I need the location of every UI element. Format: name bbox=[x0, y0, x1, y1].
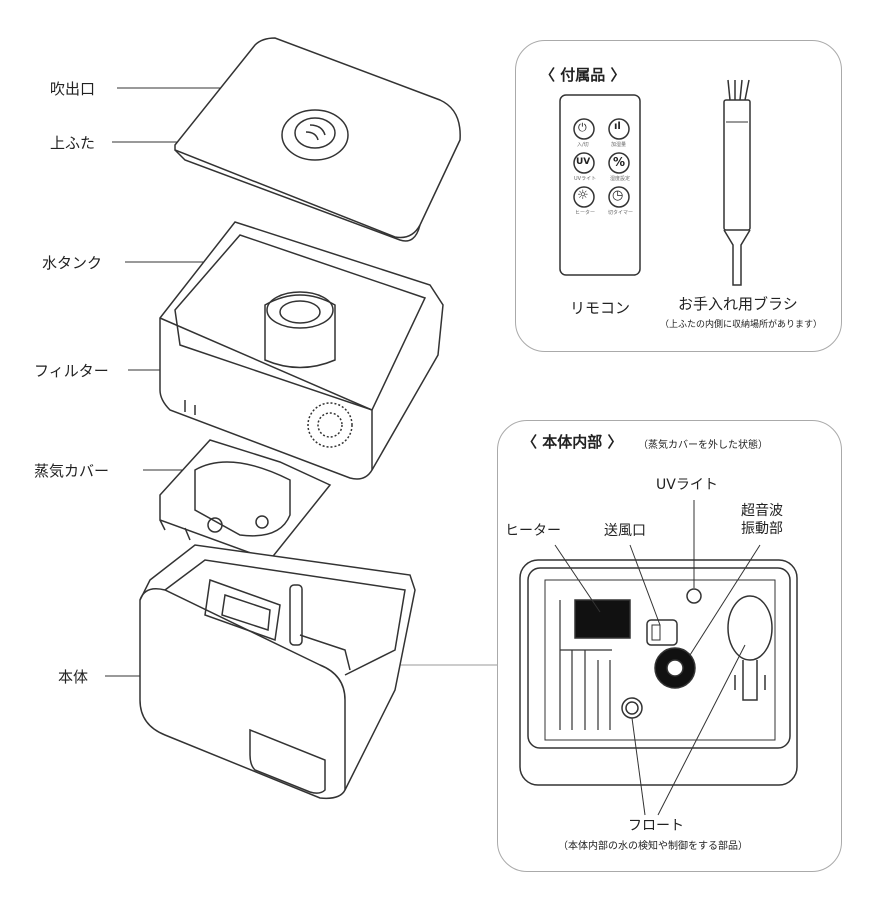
interior-panel bbox=[497, 420, 842, 872]
label-ultrasonic-1: 超音波 bbox=[741, 503, 783, 519]
lid-drawing bbox=[174, 37, 461, 242]
sun-icon: ☼ bbox=[577, 188, 589, 203]
label-float: フロート bbox=[628, 818, 684, 834]
interior-leader-lines bbox=[554, 500, 761, 816]
accessories-title: 〈 付属品 〉 bbox=[540, 66, 626, 84]
label-air-outlet: 送風口 bbox=[604, 523, 646, 539]
remote-caption: リモコン bbox=[570, 299, 631, 317]
label-lid: 上ふた bbox=[50, 134, 96, 152]
remote-label: 加湿量 bbox=[611, 142, 627, 148]
accessories-panel bbox=[515, 40, 842, 352]
steam-cover-drawing bbox=[159, 439, 332, 568]
label-steam-cover: 蒸気カバー bbox=[34, 462, 110, 480]
timer-icon: ◷ bbox=[612, 188, 624, 203]
water-tank-drawing bbox=[159, 221, 444, 480]
label-body: 本体 bbox=[58, 668, 89, 686]
body-drawing bbox=[139, 544, 416, 800]
interior-subtitle: （蒸気カバーを外した状態） bbox=[638, 440, 768, 451]
label-water-tank: 水タンク bbox=[42, 254, 103, 272]
brush-caption: お手入れ用ブラシ bbox=[678, 295, 798, 313]
brush-drawing bbox=[723, 79, 751, 286]
interior-drawing bbox=[519, 559, 798, 786]
remote-label: UVライト bbox=[574, 176, 597, 182]
interior-title: 〈 本体内部 〉 bbox=[522, 433, 623, 451]
bars-icon: ıl bbox=[614, 121, 621, 132]
brush-note: （上ふたの内側に収納場所があります） bbox=[660, 320, 823, 330]
label-heater: ヒーター bbox=[505, 523, 561, 539]
label-ultrasonic-2: 振動部 bbox=[741, 521, 783, 537]
remote-label: ヒーター bbox=[575, 210, 596, 216]
percent-icon: % bbox=[613, 155, 626, 169]
remote-label: 湿度設定 bbox=[610, 176, 631, 182]
power-icon: ⏻ bbox=[578, 121, 587, 134]
uv-icon: UV bbox=[576, 157, 591, 167]
remote-drawing bbox=[559, 94, 641, 276]
remote-label: 入/切 bbox=[577, 142, 589, 148]
label-outlet: 吹出口 bbox=[50, 80, 96, 98]
remote-label: 切タイマー bbox=[608, 210, 634, 216]
float-note: （本体内部の水の検知や制御をする部品） bbox=[558, 841, 748, 852]
label-uv-light: UVライト bbox=[656, 477, 718, 493]
label-filter: フィルター bbox=[34, 362, 109, 380]
